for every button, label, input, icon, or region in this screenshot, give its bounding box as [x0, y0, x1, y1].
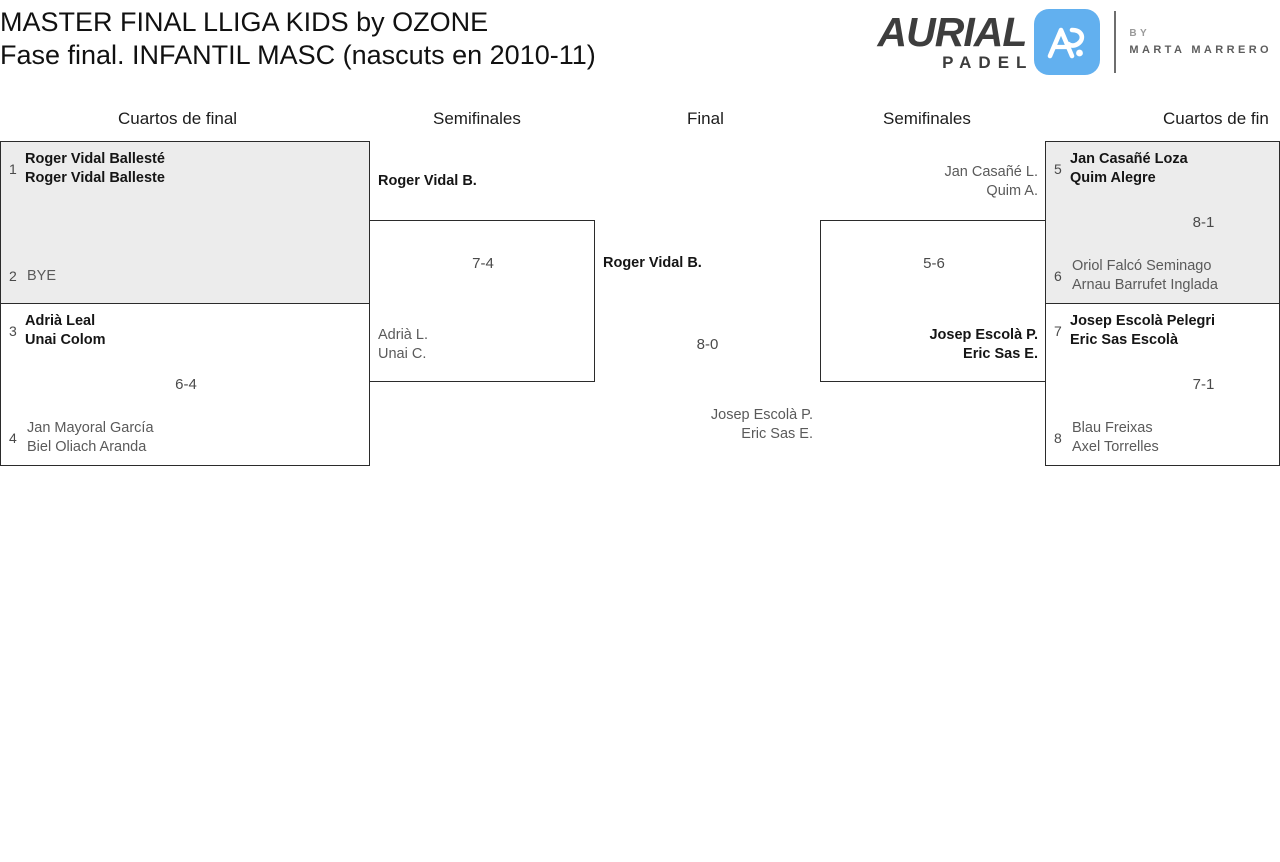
- final-score: 8-0: [696, 336, 719, 353]
- team-name-line-1: Josep Escolà P.: [929, 327, 1038, 343]
- final-runnerup-line-1: Josep Escolà P.: [710, 407, 813, 423]
- seed-number: 6: [1054, 268, 1062, 284]
- match-right-qf-2[interactable]: 7 Josep Escolà Pelegri Eric Sas Escolà 7…: [1045, 303, 1280, 466]
- team-name-line-1: Josep Escolà Pelegri: [1070, 313, 1216, 329]
- team-name-line-1: Blau Freixas: [1072, 420, 1153, 436]
- seed-number: 4: [9, 430, 17, 446]
- logo-divider: [1114, 11, 1117, 73]
- seed-number: 8: [1054, 430, 1062, 446]
- seed-number: 7: [1054, 323, 1062, 339]
- team-name-line-2: Eric Sas E.: [963, 346, 1038, 362]
- team-name-line-2: Biel Oliach Aranda: [27, 439, 147, 455]
- title-line-2: Fase final. INFANTIL MASC (nascuts en 20…: [0, 40, 596, 70]
- match-score: 6-4: [175, 376, 197, 393]
- team-name-line-1: Adrià Leal: [25, 313, 96, 329]
- team-name-line-2: Unai Colom: [25, 332, 106, 348]
- match-left-qf-1[interactable]: 1 Roger Vidal Ballesté Roger Vidal Balle…: [0, 141, 370, 304]
- logo-byline: BY MARTA MARRERO: [1129, 26, 1272, 59]
- final-runnerup-line-2: Eric Sas E.: [741, 426, 813, 442]
- team-name-line-1: Oriol Falcó Seminago: [1072, 258, 1212, 274]
- team-name-line-2: Unai C.: [378, 346, 427, 362]
- seed-number: 2: [9, 268, 17, 284]
- match-right-qf-1[interactable]: 5 Jan Casañé Loza Quim Alegre 8-1 6 Orio…: [1045, 141, 1280, 304]
- team-name-line-2: Eric Sas Escolà: [1070, 332, 1179, 348]
- match-score: 8-1: [1192, 214, 1215, 231]
- match-score: 5-6: [923, 255, 945, 272]
- team-name-line-1: Roger Vidal Ballesté: [25, 151, 165, 167]
- logo-sub-text: PADEL: [942, 52, 1034, 72]
- team-name-line-1: Adrià L.: [378, 327, 428, 343]
- title-line-1: MASTER FINAL LLIGA KIDS by OZONE: [0, 7, 489, 37]
- round-header-left-quarters: Cuartos de final: [118, 109, 238, 128]
- seed-number: 1: [9, 161, 17, 177]
- byline-prefix: BY: [1129, 27, 1151, 39]
- team-name-line-1: BYE: [27, 268, 57, 284]
- match-score: 7-4: [472, 255, 494, 272]
- team-name-line-1: Jan Casañé Loza: [1070, 151, 1188, 167]
- seed-number: 5: [1054, 161, 1062, 177]
- final-winner-line-1: Roger Vidal B.: [603, 255, 702, 271]
- left-semi-winner-line-1: Roger Vidal B.: [378, 173, 477, 189]
- match-left-qf-2[interactable]: 3 Adrià Leal Unai Colom 6-4 4 Jan Mayora…: [0, 303, 370, 466]
- team-name-line-2: Arnau Barrufet Inglada: [1072, 277, 1218, 293]
- match-score: 7-1: [1192, 376, 1215, 393]
- right-semi-loser-line-2: Quim A.: [986, 183, 1038, 199]
- round-header-right-semis: Semifinales: [883, 109, 971, 128]
- aurial-padel-logo: AURIAL PADEL BY MARTA MARRERO: [878, 4, 1272, 80]
- right-semi-loser-line-1: Jan Casañé L.: [944, 164, 1038, 180]
- seed-number: 3: [9, 323, 17, 339]
- page-title: MASTER FINAL LLIGA KIDS by OZONE Fase fi…: [0, 6, 596, 72]
- round-header-right-quarters: Cuartos de fin: [1163, 109, 1269, 128]
- logo-brand-text: AURIAL: [877, 8, 1028, 55]
- team-name-line-2: Quim Alegre: [1070, 170, 1156, 186]
- byline-name: MARTA MARRERO: [1129, 43, 1272, 56]
- team-name-line-2: Roger Vidal Balleste: [25, 170, 165, 186]
- round-header-left-semis: Semifinales: [433, 109, 521, 128]
- logo-wordmark: AURIAL PADEL: [877, 8, 1028, 73]
- match-right-semi[interactable]: 5-6 Josep Escolà P. Eric Sas E.: [820, 220, 1046, 382]
- ap-monogram-icon: [1034, 9, 1101, 75]
- team-name-line-2: Axel Torrelles: [1072, 439, 1159, 455]
- team-name-line-1: Jan Mayoral García: [27, 420, 154, 436]
- round-header-final: Final: [687, 109, 724, 128]
- match-left-semi[interactable]: 7-4 Adrià L. Unai C.: [369, 220, 595, 382]
